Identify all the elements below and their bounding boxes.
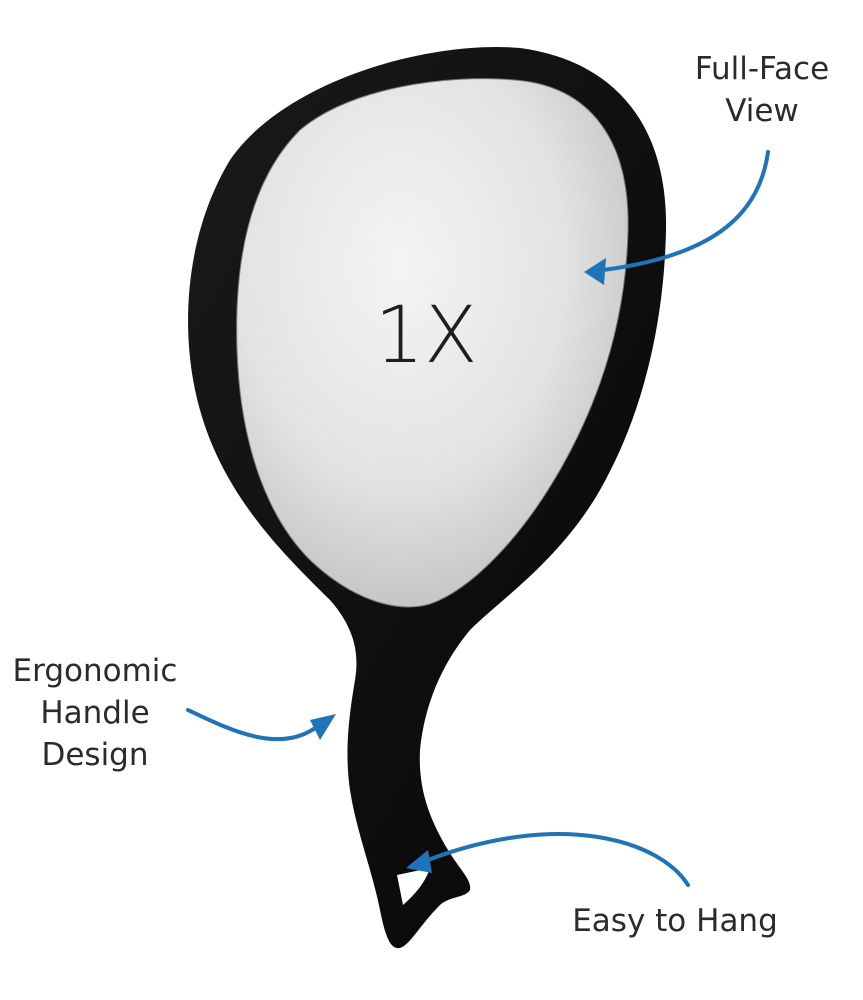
hang-arrow	[426, 832, 690, 887]
hanging-hole	[397, 868, 430, 905]
arrows	[186, 150, 770, 887]
full-face-line1: Full-Face	[694, 51, 830, 87]
handle-arrow	[186, 708, 320, 742]
hang-line1: Easy to Hang	[572, 903, 778, 939]
handle-callout: Ergonomic Handle Design	[0, 650, 190, 776]
handle-arrowhead	[310, 714, 336, 740]
handle-line2: Handle	[40, 695, 150, 731]
full-face-arrowhead	[584, 258, 606, 285]
hang-arrowhead	[406, 850, 432, 873]
full-face-line2: View	[725, 93, 799, 129]
handle-line3: Design	[41, 737, 149, 773]
hang-callout: Easy to Hang	[560, 900, 790, 942]
hand-mirror: 1X	[188, 46, 667, 949]
magnification-label: 1X	[374, 291, 477, 381]
handle-line1: Ergonomic	[12, 653, 178, 689]
mirror-glass	[236, 78, 629, 608]
full-face-arrow	[601, 150, 770, 272]
full-face-callout: Full-Face View	[672, 48, 852, 132]
